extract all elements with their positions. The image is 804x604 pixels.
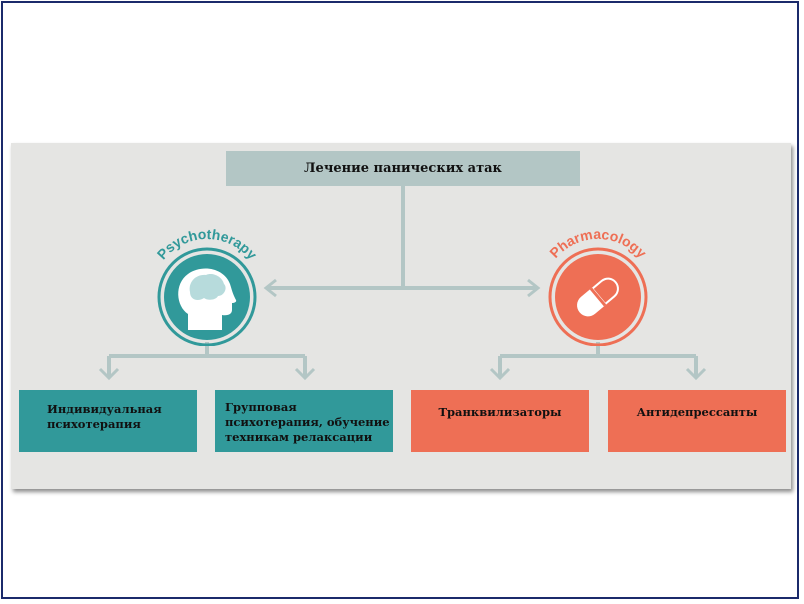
pharmacology-node: Pharmacology — [546, 226, 650, 346]
group-psychotherapy-box: Групповая психотерапия, обучение техника… — [215, 390, 393, 452]
box-label: Групповая психотерапия, обучение техника… — [225, 400, 390, 444]
psychotherapy-node: Psychotherapy — [154, 226, 261, 346]
diagram-title: Лечение панических атак — [226, 151, 580, 186]
head-brain-icon — [178, 268, 237, 330]
box-label: Транквилизаторы — [438, 404, 562, 419]
individual-psychotherapy-box: Индивидуальная психотерапия — [19, 390, 197, 452]
box-label: Антидепрессанты — [636, 404, 758, 419]
antidepressants-box: Антидепрессанты — [608, 390, 786, 452]
box-label: Индивидуальная психотерапия — [47, 402, 162, 431]
tranquilizers-box: Транквилизаторы — [411, 390, 589, 452]
pill-capsule-icon — [577, 277, 619, 317]
